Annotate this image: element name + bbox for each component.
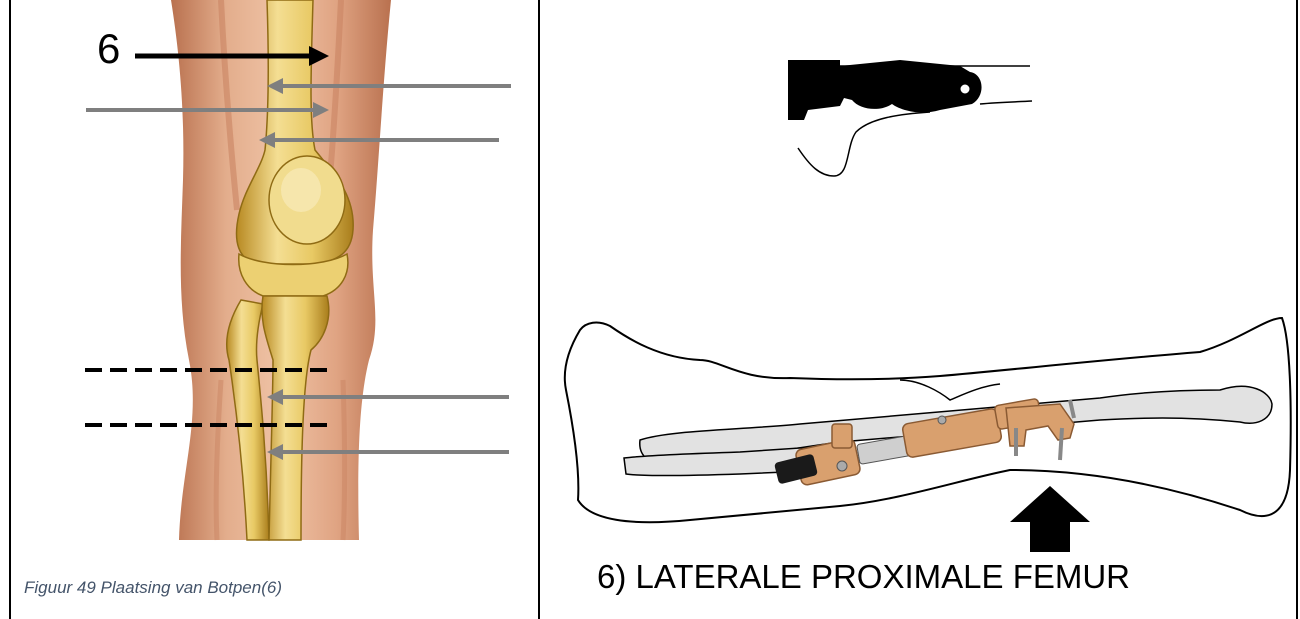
pin-site-label: 6) LATERALE PROXIMALE FEMUR — [597, 558, 1130, 596]
fixator-diagram-cell — [540, 0, 1298, 619]
clamp-detail-diagram — [788, 60, 1032, 176]
fixator-diagrams — [540, 0, 1298, 619]
pin-number-label: 6 — [97, 28, 120, 70]
muscle-streak — [343, 380, 345, 540]
figure-caption: Figuur 49 Plaatsing van Botpen(6) — [24, 578, 282, 598]
knee-anatomy-cell: 6 — [11, 0, 538, 619]
clamp-body — [788, 60, 982, 120]
knee-anatomy-illustration — [11, 0, 538, 619]
arrow-up-icon — [1010, 486, 1090, 552]
